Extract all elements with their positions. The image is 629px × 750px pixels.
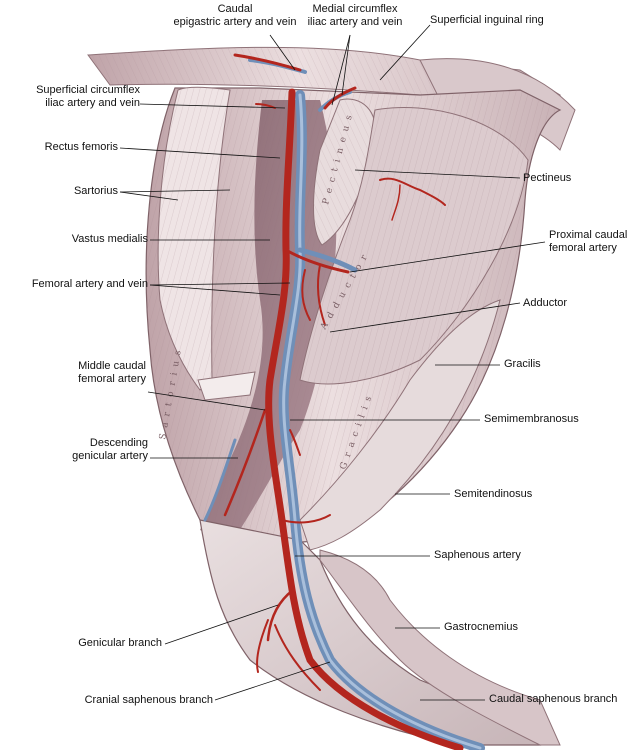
- label-caudal-saphenous: Caudal saphenous branch: [489, 693, 618, 705]
- label-adductor: Adductor: [523, 297, 568, 309]
- arteries: [223, 53, 464, 750]
- label-superficial-circumflex-line1: Superficial circumflex: [36, 84, 140, 96]
- label-superficial-inguinal-ring: Superficial inguinal ring: [430, 14, 544, 26]
- veins: [203, 58, 485, 750]
- gracilis-muscle: [299, 299, 501, 551]
- label-gastrocnemius: Gastrocnemius: [444, 621, 518, 633]
- pectineus-muscle: [313, 98, 377, 246]
- label-vastus-medialis: Vastus medialis: [71, 233, 148, 245]
- label-genicular-branch: Genicular branch: [78, 637, 162, 649]
- label-middle-caudal-femoral-line2: femoral artery: [78, 373, 146, 385]
- label-middle-caudal-femoral-line1: Middle caudal: [78, 360, 146, 372]
- label-descending-genicular: Descending genicular artery: [0, 437, 148, 463]
- label-medial-circumflex-line1: Medial circumflex: [312, 3, 398, 15]
- label-saphenous-artery: Saphenous artery: [434, 549, 521, 561]
- label-descending-genicular-line2: genicular artery: [72, 450, 148, 462]
- leader-lines: [119, 24, 546, 701]
- label-caudal-epigastric: Caudal epigastric artery and vein: [150, 3, 320, 29]
- label-femoral-artery-vein: Femoral artery and vein: [31, 278, 148, 290]
- adductor-muscle: [299, 107, 529, 385]
- label-superficial-circumflex-line2: iliac artery and vein: [45, 97, 140, 109]
- label-sartorius: Sartorius: [73, 185, 118, 197]
- label-semimembranosus: Semimembranosus: [484, 413, 579, 425]
- label-rectus-femoris: Rectus femoris: [44, 141, 118, 153]
- label-pectineus: Pectineus: [523, 172, 572, 184]
- label-caudal-epigastric-line1: Caudal: [217, 3, 253, 15]
- label-caudal-epigastric-line2: epigastric artery and vein: [173, 16, 297, 28]
- label-proximal-caudal-femoral-line2: femoral artery: [549, 242, 617, 254]
- label-proximal-caudal-femoral-line1: Proximal caudal: [549, 229, 628, 241]
- label-medial-circumflex: Medial circumflex iliac artery and vein: [305, 3, 405, 29]
- label-descending-genicular-line1: Descending: [89, 437, 148, 449]
- label-gracilis: Gracilis: [504, 358, 541, 370]
- label-middle-caudal-femoral: Middle caudal femoral artery: [0, 360, 146, 386]
- label-proximal-caudal-femoral: Proximal caudal femoral artery: [549, 229, 627, 255]
- label-semitendinosus: Semitendinosus: [454, 488, 533, 500]
- sartorius-muscle: [157, 86, 256, 401]
- label-cranial-saphenous: Cranial saphenous branch: [84, 694, 213, 706]
- label-superficial-circumflex: Superficial circumflex iliac artery and …: [0, 84, 140, 110]
- label-medial-circumflex-line2: iliac artery and vein: [307, 16, 403, 28]
